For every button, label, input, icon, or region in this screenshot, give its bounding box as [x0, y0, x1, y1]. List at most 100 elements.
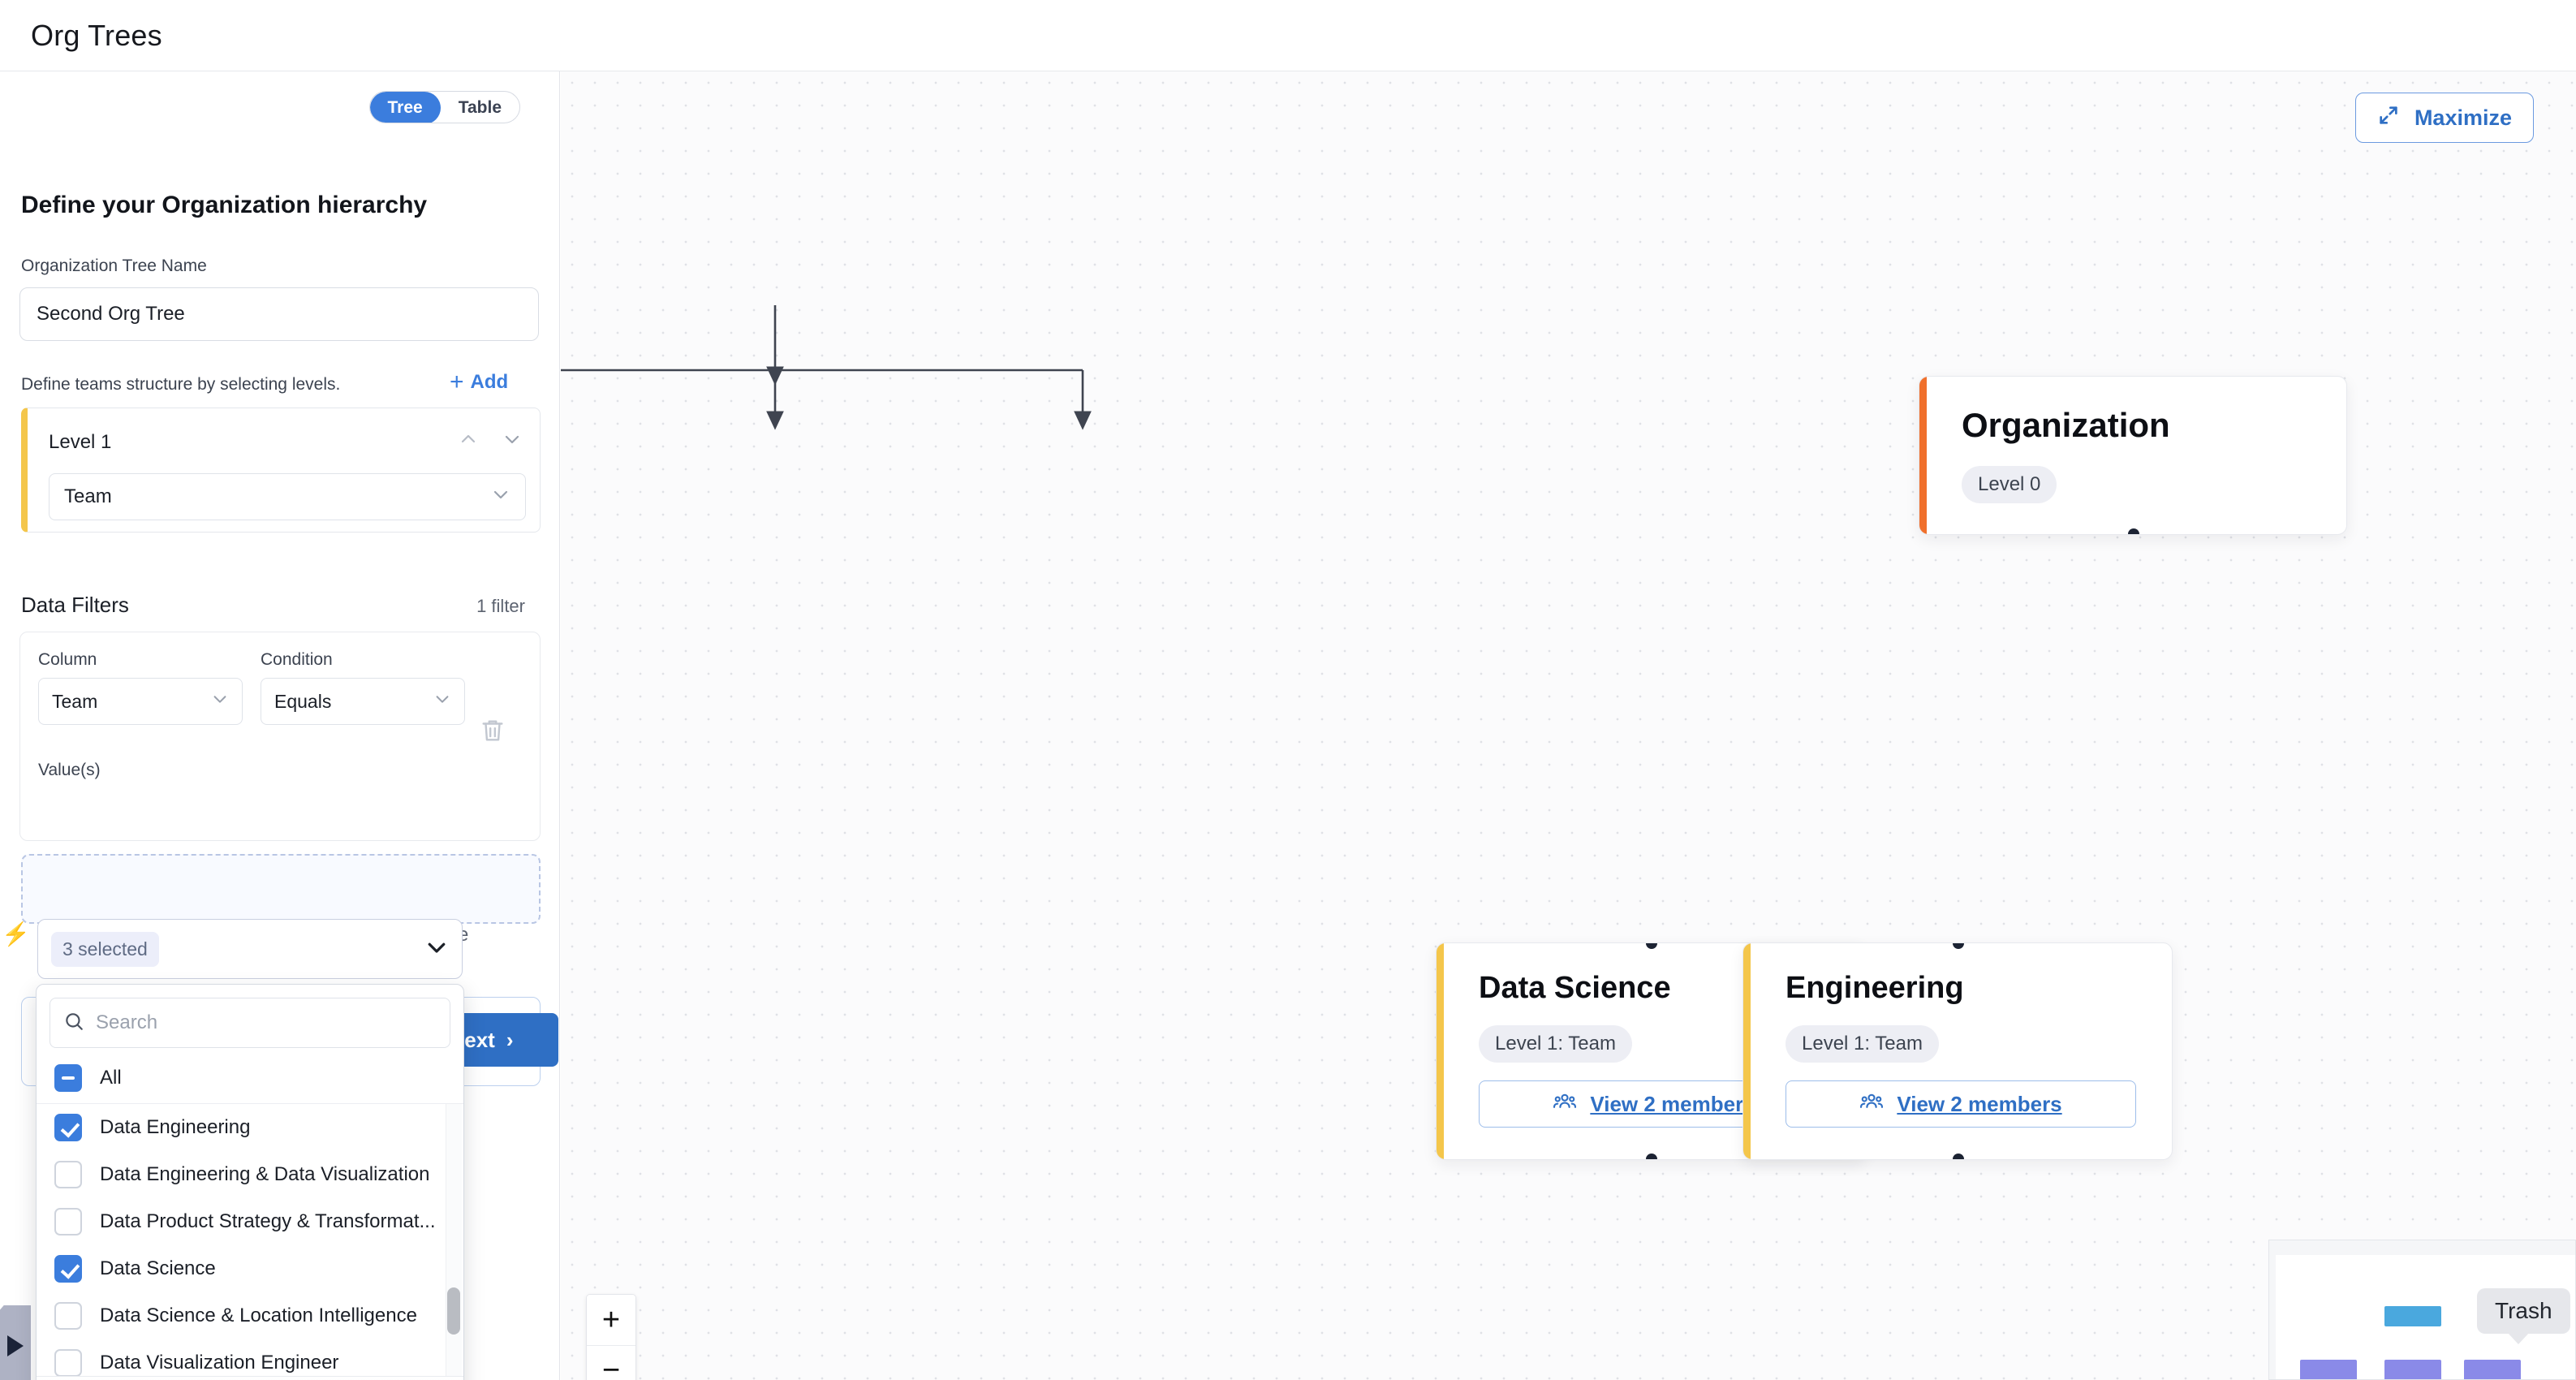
filter-condition-select[interactable]: Equals: [261, 678, 465, 725]
scrollbar-thumb[interactable]: [447, 1287, 460, 1335]
tree-name-label: Organization Tree Name: [21, 257, 207, 275]
option-label: Data Science & Location Intelligence: [100, 1305, 417, 1326]
tree-node-root[interactable]: Organization Level 0: [1919, 376, 2347, 535]
minimap-node: [2300, 1360, 2357, 1379]
select-all-checkbox[interactable]: [54, 1064, 82, 1092]
levels-hint: Define teams structure by selecting leve…: [21, 375, 341, 394]
chevron-down-icon[interactable]: [502, 429, 522, 449]
chevron-right-icon: [7, 1335, 24, 1356]
option-label: Data Product Strategy & Transformat...: [100, 1210, 436, 1232]
condition-label: Condition: [261, 650, 333, 669]
node-port: [1646, 1154, 1657, 1159]
list-item[interactable]: Data Science & Location Intelligence: [37, 1292, 463, 1339]
chevron-down-icon: [424, 935, 449, 964]
filter-card: Column Team Condition Equals Value(s): [19, 632, 541, 841]
option-label: Data Science: [100, 1257, 216, 1279]
view-toggle[interactable]: Tree Table: [368, 91, 520, 123]
select-all-label: All: [100, 1067, 122, 1089]
tree-edges: [561, 305, 1092, 430]
chevron-down-icon: [433, 690, 451, 713]
delete-filter-icon[interactable]: [479, 717, 506, 744]
filter-values-select[interactable]: 3 selected: [37, 919, 463, 979]
maximize-button[interactable]: Maximize: [2354, 93, 2534, 143]
filter-count: 1 filter: [476, 596, 525, 616]
members-label: View 2 members: [1590, 1091, 1755, 1116]
top-bar: Org Trees: [0, 0, 2576, 71]
list-item[interactable]: Data Visualization Engineer: [37, 1339, 463, 1376]
option-list: Data Engineering Data Engineering & Data…: [37, 1104, 463, 1376]
option-checkbox[interactable]: [54, 1349, 82, 1376]
search-input[interactable]: [96, 1011, 437, 1034]
chevron-down-icon: [491, 485, 510, 510]
node-level-badge: Level 0: [1962, 466, 2057, 503]
level-title: Level 1: [49, 431, 112, 453]
column-label: Column: [38, 650, 97, 669]
level-type-value: Team: [64, 485, 112, 507]
search-icon: [63, 1011, 84, 1036]
lightning-icon: ⚡: [2, 921, 30, 947]
option-checkbox[interactable]: [54, 1114, 82, 1141]
members-label: View 2 members: [1897, 1091, 2062, 1116]
selected-count-chip: 3 selected: [51, 931, 159, 967]
collapse-panel-handle[interactable]: [0, 1305, 31, 1380]
tree-name-input[interactable]: [19, 287, 539, 341]
load-more-button[interactable]: Load More (200/333): [37, 1376, 463, 1380]
members-icon: [1859, 1089, 1884, 1119]
option-label: Data Engineering: [100, 1116, 251, 1138]
filter-column-select[interactable]: Team: [38, 678, 243, 725]
option-checkbox[interactable]: [54, 1208, 82, 1236]
option-checkbox[interactable]: [54, 1302, 82, 1330]
filter-condition-value: Equals: [274, 690, 332, 712]
node-port: [1953, 1154, 1964, 1159]
level-dropzone[interactable]: [21, 854, 541, 924]
section-title: Define your Organization hierarchy: [21, 192, 428, 218]
minimap-node: [2384, 1306, 2441, 1326]
maximize-label: Maximize: [2414, 105, 2512, 130]
option-checkbox[interactable]: [54, 1161, 82, 1188]
zoom-in-button[interactable]: +: [587, 1295, 635, 1345]
chevron-up-icon[interactable]: [459, 429, 478, 449]
filter-column-value: Team: [52, 690, 98, 712]
tree-node-engineering[interactable]: Engineering Level 1: Team View 2 members: [1742, 942, 2173, 1160]
tree-canvas[interactable]: Maximize Organization Level 0: [561, 71, 2576, 1380]
level-card: Level 1 Team: [21, 408, 541, 533]
page-title: Org Trees: [31, 18, 162, 52]
search-field[interactable]: [50, 998, 450, 1048]
option-label: Data Engineering & Data Visualization: [100, 1163, 430, 1185]
node-level-badge: Level 1: Team: [1479, 1025, 1632, 1063]
chevron-down-icon: [211, 690, 229, 713]
tab-table[interactable]: Table: [458, 98, 502, 117]
add-level-label: Add: [470, 371, 509, 393]
node-title: Data Science: [1479, 971, 1671, 1005]
plus-icon: +: [450, 369, 464, 395]
zoom-controls: + −: [586, 1294, 636, 1380]
level-type-select[interactable]: Team: [49, 473, 526, 520]
node-title: Organization: [1962, 406, 2170, 444]
list-item[interactable]: Data Engineering: [37, 1104, 463, 1151]
node-port: [2128, 528, 2139, 534]
expand-icon: [2377, 104, 2400, 132]
view-members-button[interactable]: View 2 members: [1786, 1080, 2136, 1128]
data-filters-heading: Data Filters: [21, 593, 129, 617]
minimap-node: [2384, 1360, 2441, 1379]
node-title: Engineering: [1786, 971, 1964, 1005]
option-checkbox[interactable]: [54, 1255, 82, 1283]
chevron-right-icon: ›: [506, 1027, 514, 1052]
list-item[interactable]: Data Engineering & Data Visualization: [37, 1151, 463, 1198]
list-item[interactable]: Data Science: [37, 1245, 463, 1292]
tab-tree[interactable]: Tree: [369, 92, 441, 123]
list-item[interactable]: Data Product Strategy & Transformat...: [37, 1198, 463, 1245]
values-label: Value(s): [38, 761, 101, 779]
zoom-out-button[interactable]: −: [587, 1345, 635, 1380]
select-all-row[interactable]: All: [37, 1056, 463, 1104]
view-members-button[interactable]: View 2 members: [1479, 1080, 1829, 1128]
trash-tooltip: Trash: [2477, 1288, 2570, 1344]
option-label: Data Visualization Engineer: [100, 1352, 339, 1374]
values-multiselect-popup: All Data Engineering Data Engineering & …: [36, 984, 464, 1380]
node-level-badge: Level 1: Team: [1786, 1025, 1939, 1063]
left-config-panel: Tree Table Define your Organization hier…: [0, 71, 560, 1380]
minimap-node: [2464, 1360, 2521, 1379]
members-icon: [1553, 1089, 1577, 1119]
scrollbar-track: [446, 1104, 462, 1376]
add-level-button[interactable]: + Add: [450, 370, 508, 395]
